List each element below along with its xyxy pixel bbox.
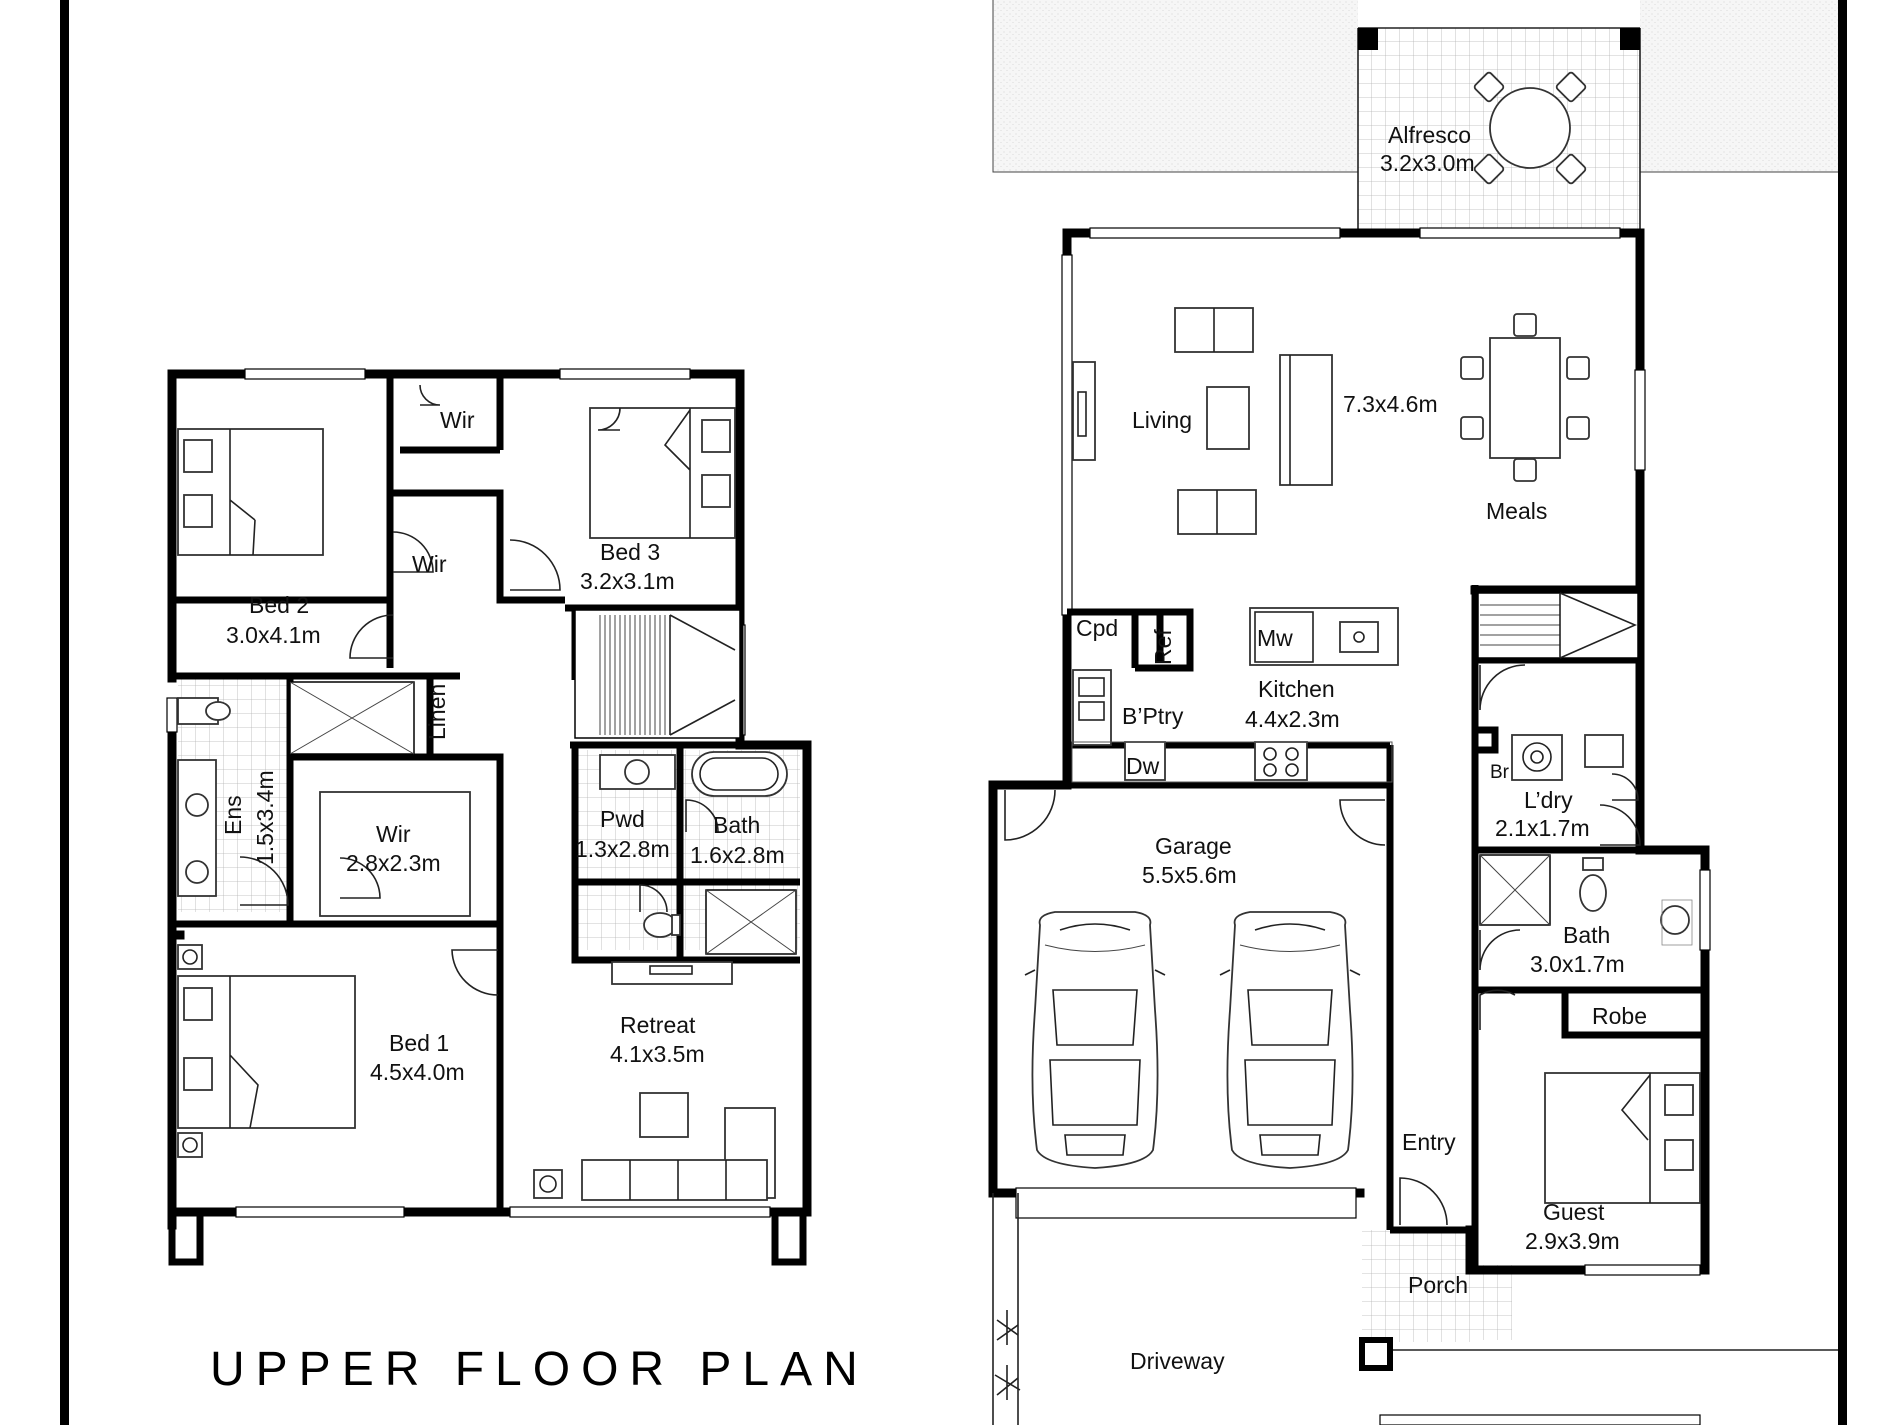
ground-stairs — [1477, 592, 1639, 659]
label-bed2-size: 3.0x4.1m — [226, 622, 321, 648]
label-bptry: B’Ptry — [1122, 703, 1184, 729]
label-garage-name: Garage — [1155, 833, 1232, 859]
label-guest-name: Guest — [1543, 1199, 1605, 1225]
bed1-furniture — [177, 944, 356, 1158]
label-retreat-name: Retreat — [620, 1012, 696, 1038]
label-living: Living — [1132, 407, 1192, 433]
label-wir-mid: Wir — [412, 551, 447, 577]
label-bed3-name: Bed 3 — [600, 539, 660, 565]
label-porch: Porch — [1408, 1272, 1468, 1298]
label-bath-ground-size: 3.0x1.7m — [1530, 951, 1625, 977]
label-bath-ground-name: Bath — [1563, 922, 1610, 948]
label-bath-upper-name: Bath — [713, 812, 760, 838]
plan-title: UPPER FLOOR PLAN — [210, 1343, 869, 1396]
ground-floor-plan — [988, 0, 1838, 1425]
guest-bed — [1544, 1072, 1701, 1204]
label-garage-size: 5.5x5.6m — [1142, 862, 1237, 888]
label-alfresco-size: 3.2x3.0m — [1380, 150, 1475, 176]
label-ldry-size: 2.1x1.7m — [1495, 815, 1590, 841]
label-wir-top: Wir — [440, 407, 475, 433]
upper-wet-fixtures — [599, 751, 797, 955]
upper-floor-plan — [166, 368, 812, 1266]
label-robe: Robe — [1592, 1003, 1647, 1029]
label-bed1-name: Bed 1 — [389, 1030, 449, 1056]
label-guest-size: 2.9x3.9m — [1525, 1228, 1620, 1254]
label-ldry-name: L’dry — [1524, 787, 1573, 813]
living-furniture — [1072, 307, 1333, 535]
label-retreat-size: 4.1x3.5m — [610, 1041, 705, 1067]
label-living-size: 7.3x4.6m — [1343, 391, 1438, 417]
label-entry: Entry — [1402, 1129, 1456, 1155]
upper-doors — [239, 384, 719, 996]
room-labels: Wir Bed 3 3.2x3.1m Wir Bed 2 3.0x4.1m Li… — [210, 122, 1647, 1396]
label-dw: Dw — [1126, 753, 1160, 779]
alfresco-table — [1472, 70, 1588, 186]
label-alfresco-name: Alfresco — [1388, 122, 1471, 148]
plant-icon — [994, 1310, 1021, 1400]
label-bath-upper-size: 1.6x2.8m — [690, 842, 785, 868]
label-ens-name: Ens — [220, 795, 246, 835]
ground-doors — [1004, 664, 1641, 1226]
meals-table — [1460, 313, 1590, 482]
retreat-furniture — [533, 961, 776, 1201]
label-bed3-size: 3.2x3.1m — [580, 568, 675, 594]
label-meals: Meals — [1486, 498, 1547, 524]
ground-bath-fixtures — [1479, 854, 1693, 946]
label-kitchen-name: Kitchen — [1258, 676, 1335, 702]
page-frame — [60, 0, 1847, 1425]
garage-cars — [1024, 911, 1361, 1169]
label-ref: Ref — [1150, 629, 1176, 665]
label-mw: Mw — [1257, 625, 1293, 651]
label-ens-size: 1.5x3.4m — [252, 770, 278, 865]
label-bed1-size: 4.5x4.0m — [370, 1059, 465, 1085]
label-pwd-name: Pwd — [600, 806, 645, 832]
label-linen: Linen — [424, 684, 450, 740]
upper-stairs — [574, 609, 741, 739]
label-pwd-size: 1.3x2.8m — [575, 836, 670, 862]
label-br: Br — [1490, 762, 1510, 783]
label-cpd: Cpd — [1076, 615, 1118, 641]
ens-fixtures — [177, 681, 415, 897]
label-wir-main-name: Wir — [376, 821, 411, 847]
label-driveway: Driveway — [1130, 1348, 1225, 1374]
label-wir-main-size: 2.8x2.3m — [346, 850, 441, 876]
kitchen-fixtures — [1071, 607, 1624, 783]
label-kitchen-size: 4.4x2.3m — [1245, 706, 1340, 732]
bed2-furniture — [177, 428, 324, 556]
label-bed2-name: Bed 2 — [249, 592, 309, 618]
bed3-furniture — [589, 407, 736, 539]
